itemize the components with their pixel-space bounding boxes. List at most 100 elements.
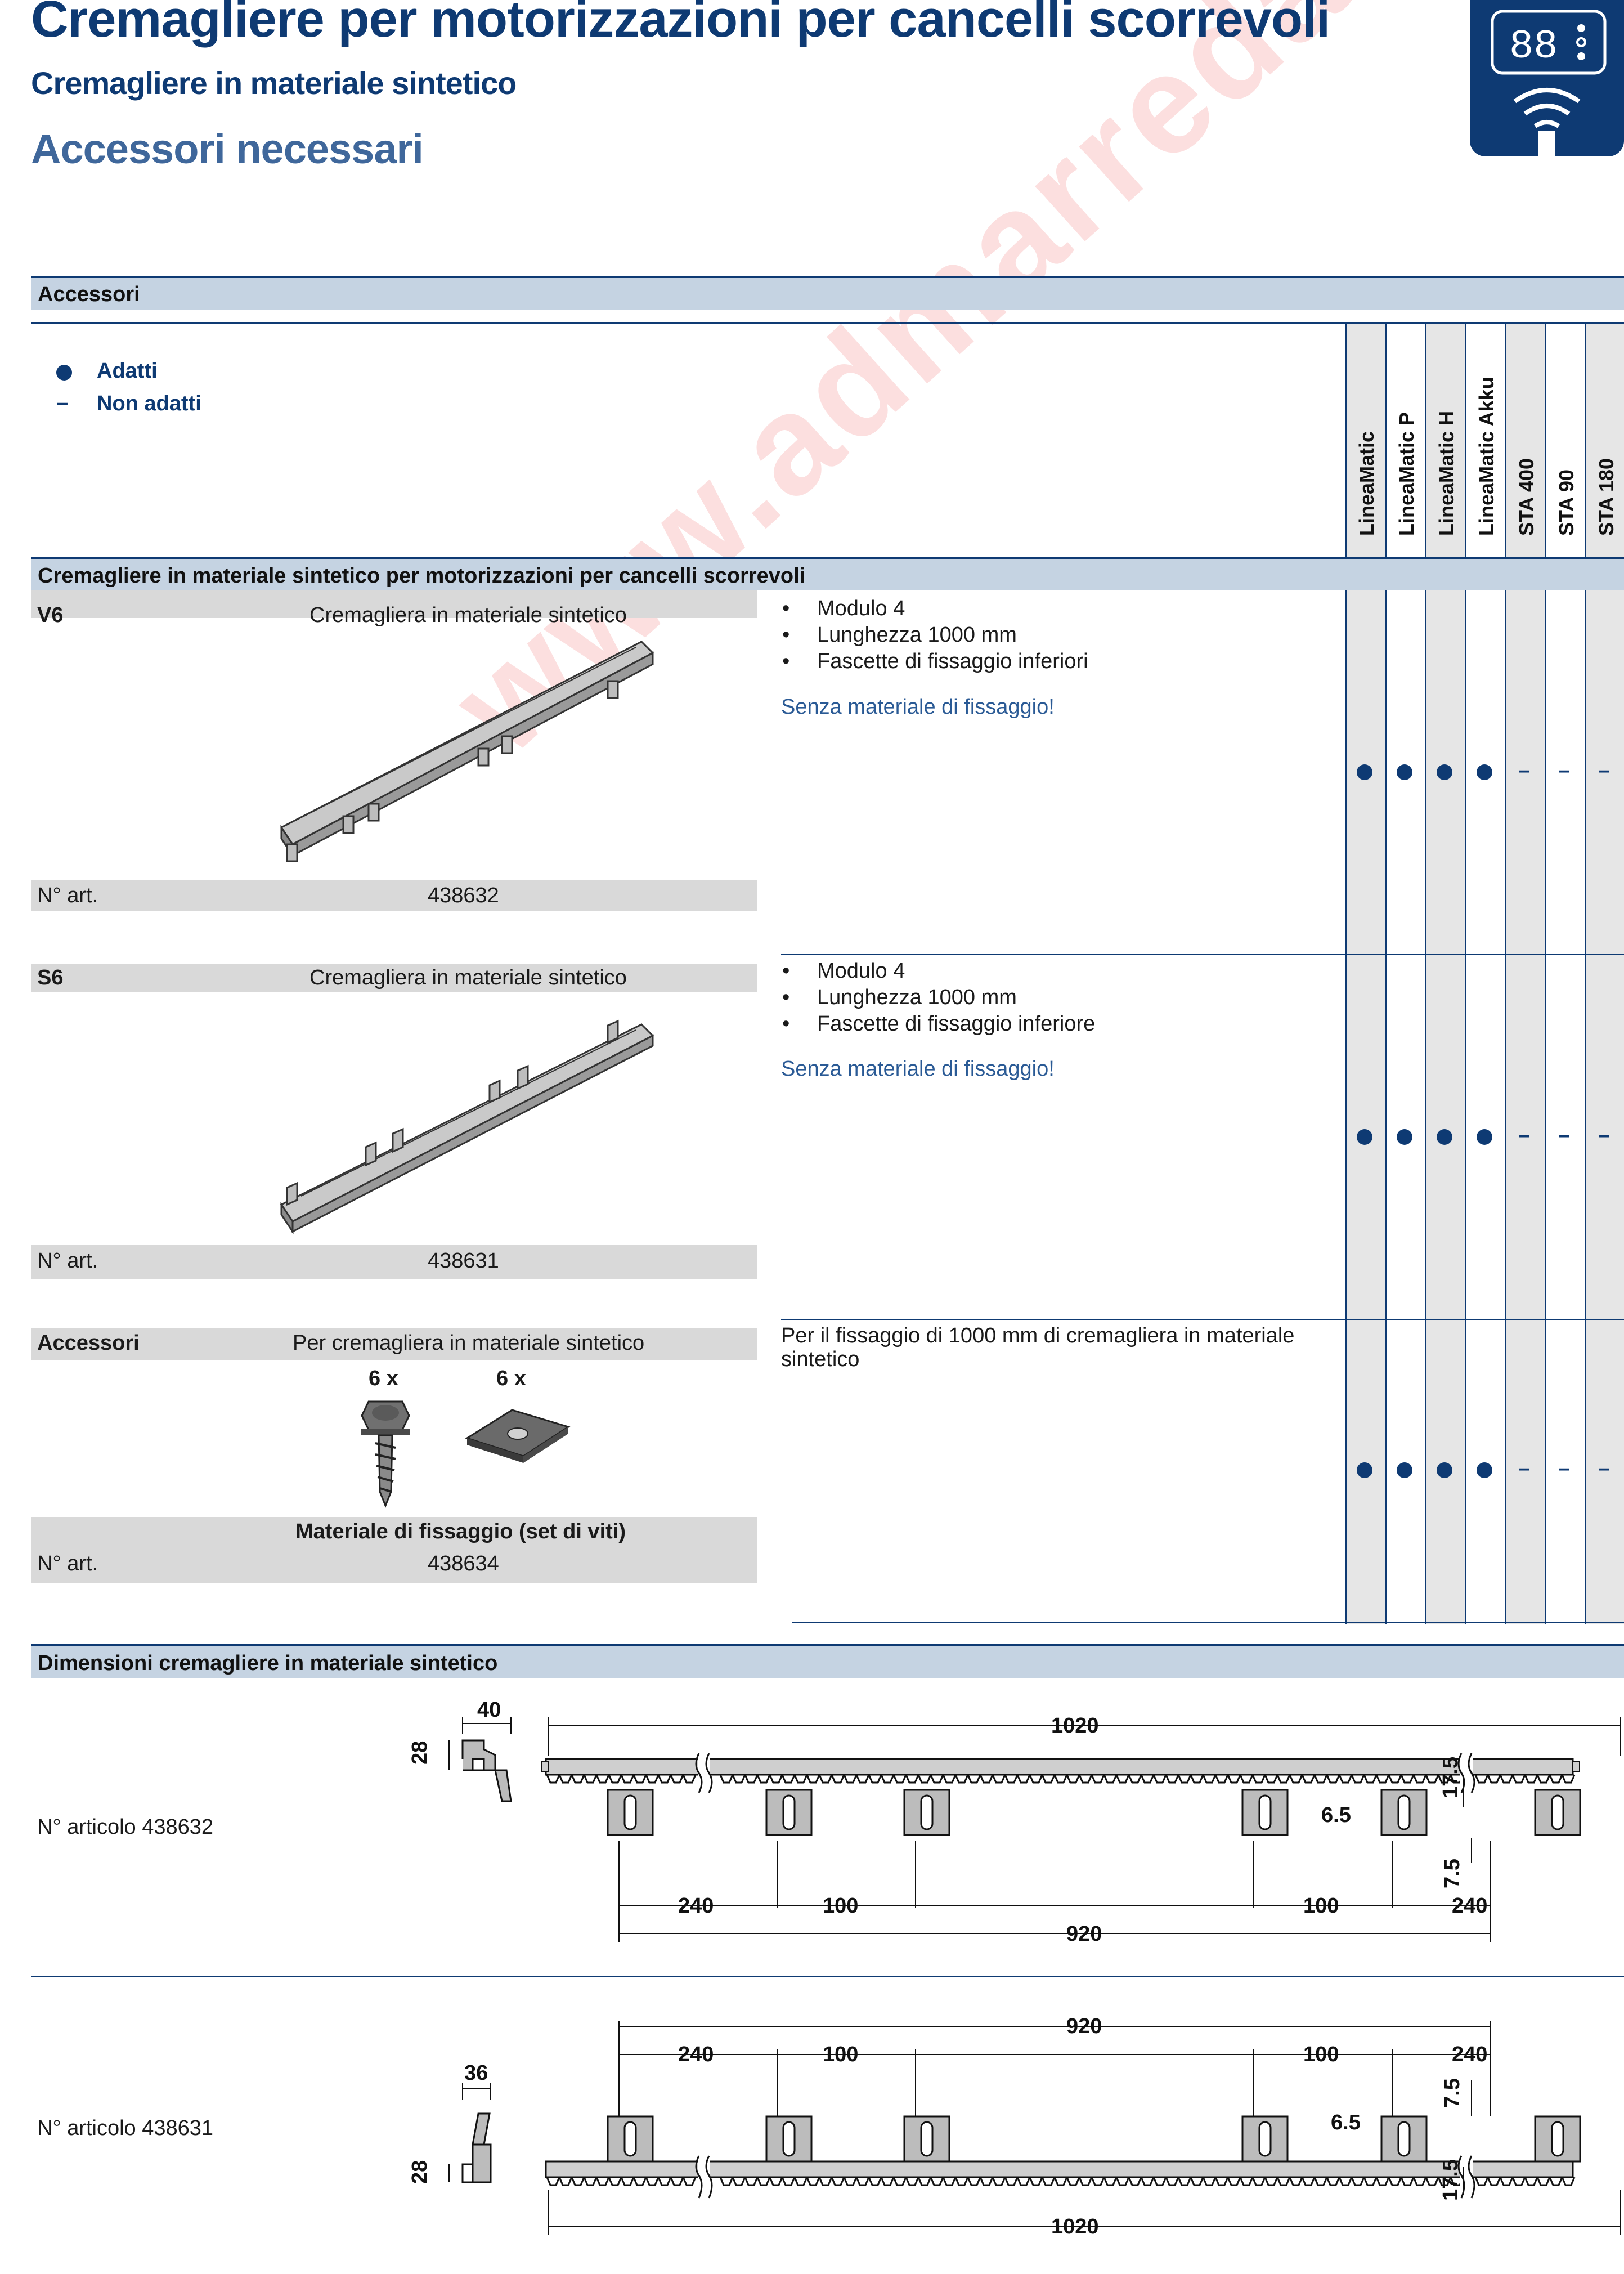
product-note: Senza materiale di fissaggio! (781, 1057, 1055, 1081)
col-sta180 (1585, 324, 1624, 1624)
compat-dash-icon: – (1518, 1457, 1531, 1480)
divider (31, 1976, 1624, 1977)
section-title: Accessori necessari (31, 126, 424, 172)
col-header: STA 180 (1595, 458, 1618, 536)
dim-clip: 7.5 (1441, 1859, 1464, 1888)
product-code: S6 (37, 966, 64, 990)
fixing-clips (286, 1019, 619, 1206)
compat-dot-icon (1477, 1462, 1492, 1478)
product-features: Modulo 4 Lunghezza 1000 mm Fascette di f… (782, 596, 1088, 675)
feature-item: Lunghezza 1000 mm (782, 622, 1088, 648)
art-label: N° art. (37, 884, 98, 907)
dim-slot: 6.5 (1321, 1803, 1351, 1827)
clip-slot (623, 2121, 637, 2157)
compat-dash-icon: – (1558, 759, 1571, 782)
art-label: N° art. (37, 1249, 98, 1273)
col-sta400 (1505, 324, 1545, 1624)
compat-dot-icon (1437, 764, 1452, 780)
compat-dash-icon: – (1598, 759, 1610, 782)
compat-dot-icon (1477, 1129, 1492, 1145)
product-header (31, 964, 757, 992)
product-code: Accessori (37, 1331, 140, 1355)
compat-dot-icon (1357, 1462, 1372, 1478)
clip-slot (1397, 1794, 1411, 1830)
page-subtitle: Cremagliere in materiale sintetico (31, 65, 517, 101)
product-features: Modulo 4 Lunghezza 1000 mm Fascette di f… (782, 958, 1095, 1037)
dim-spacing: 100 (823, 1894, 858, 1918)
dim-width: 36 (464, 2061, 488, 2085)
feature-item: Fascette di fissaggio inferiori (782, 648, 1088, 675)
product-name: Cremagliera in materiale sintetico (309, 966, 627, 990)
divider (31, 322, 1624, 324)
col-header: LineaMatic P (1395, 411, 1418, 536)
product-art-bar (31, 1245, 757, 1279)
col-lineamatic-h (1425, 324, 1465, 1624)
dim-height: 28 (408, 2160, 432, 2184)
compat-dot-icon (1477, 764, 1492, 780)
dim-height: 28 (408, 1741, 432, 1765)
compat-dot-icon (1397, 1129, 1412, 1145)
legend-adatti: Adatti (97, 359, 158, 383)
dim-spacing: 100 (823, 2043, 858, 2066)
product-header (31, 1328, 757, 1360)
art-number: 438632 (428, 884, 499, 907)
set-bar (31, 1517, 757, 1583)
product-description: sintetico (781, 1348, 860, 1371)
qty-screw: 6 x (369, 1367, 398, 1390)
dim-clip: 7.5 (1441, 2078, 1464, 2108)
col-header: LineaMatic H (1435, 410, 1458, 536)
clip-slot (920, 1794, 934, 1830)
legend-non-adatti: Non adatti (97, 392, 201, 415)
compat-dot-icon (1397, 1462, 1412, 1478)
art-number: 438634 (428, 1552, 499, 1575)
col-sta90 (1545, 324, 1585, 1624)
rack-v6-image (280, 641, 654, 862)
compat-dash-icon: – (1518, 1123, 1531, 1147)
feature-item: Lunghezza 1000 mm (782, 984, 1095, 1011)
set-name: Materiale di fissaggio (set di viti) (295, 1520, 626, 1543)
product-art-bar (31, 880, 757, 911)
dimensions-band: Dimensioni cremagliere in materiale sint… (31, 1644, 1624, 1678)
dim-spacing: 100 (1303, 2043, 1339, 2066)
dim-spacing: 240 (1452, 2043, 1487, 2066)
compat-dot-icon (1437, 1462, 1452, 1478)
product-note: Senza materiale di fissaggio! (781, 695, 1055, 719)
dim-slot: 6.5 (1331, 2111, 1361, 2134)
col-header: STA 90 (1555, 469, 1578, 536)
col-header: STA 400 (1515, 458, 1538, 536)
dim-tooth: 17.5 (1439, 1757, 1463, 1798)
col-lineamatic (1345, 324, 1385, 1624)
row-divider (781, 954, 1624, 955)
dim-span: 920 (1066, 2015, 1102, 2038)
clip-slot (782, 2121, 796, 2157)
dim-spacing: 240 (1452, 1894, 1487, 1918)
fixing-plate-icon (465, 1409, 571, 1463)
compat-dash-icon: – (1598, 1457, 1610, 1480)
feature-item: Modulo 4 (782, 958, 1095, 984)
row-divider (792, 1622, 1624, 1623)
dim-total: 1020 (1051, 1714, 1099, 1738)
page-title: Cremagliere per motorizzazioni per cance… (31, 0, 1330, 48)
drawing-label: N° articolo 438632 (37, 1815, 214, 1839)
feature-item: Fascette di fissaggio inferiore (782, 1011, 1095, 1037)
clip-slot (782, 1794, 796, 1830)
compat-dash-icon: – (1558, 1457, 1571, 1480)
clip-slot (1397, 2121, 1411, 2157)
accessori-band: Accessori (31, 276, 1624, 310)
dim-tooth: 17.5 (1439, 2159, 1463, 2201)
col-lineamatic-akku (1465, 324, 1505, 1624)
col-header: LineaMatic Akku (1475, 377, 1498, 536)
drawing-label: N° articolo 438631 (37, 2116, 214, 2140)
compat-dot-icon (1397, 764, 1412, 780)
feature-item: Modulo 4 (782, 596, 1088, 622)
legend-dash-icon: – (56, 391, 69, 415)
clip-slot (920, 2121, 934, 2157)
compat-dot-icon (1357, 1129, 1372, 1145)
product-name: Per cremagliera in materiale sintetico (293, 1331, 645, 1355)
rack-drawing-438631: 36 28 920 240 100 100 240 7.5 6.5 17.5 1… (408, 2015, 1621, 2239)
product-header (31, 590, 757, 618)
compat-dash-icon: – (1598, 1123, 1610, 1147)
compat-dash-icon: – (1518, 759, 1531, 782)
clip-slot (1258, 2121, 1272, 2157)
fixing-clips (286, 680, 619, 862)
